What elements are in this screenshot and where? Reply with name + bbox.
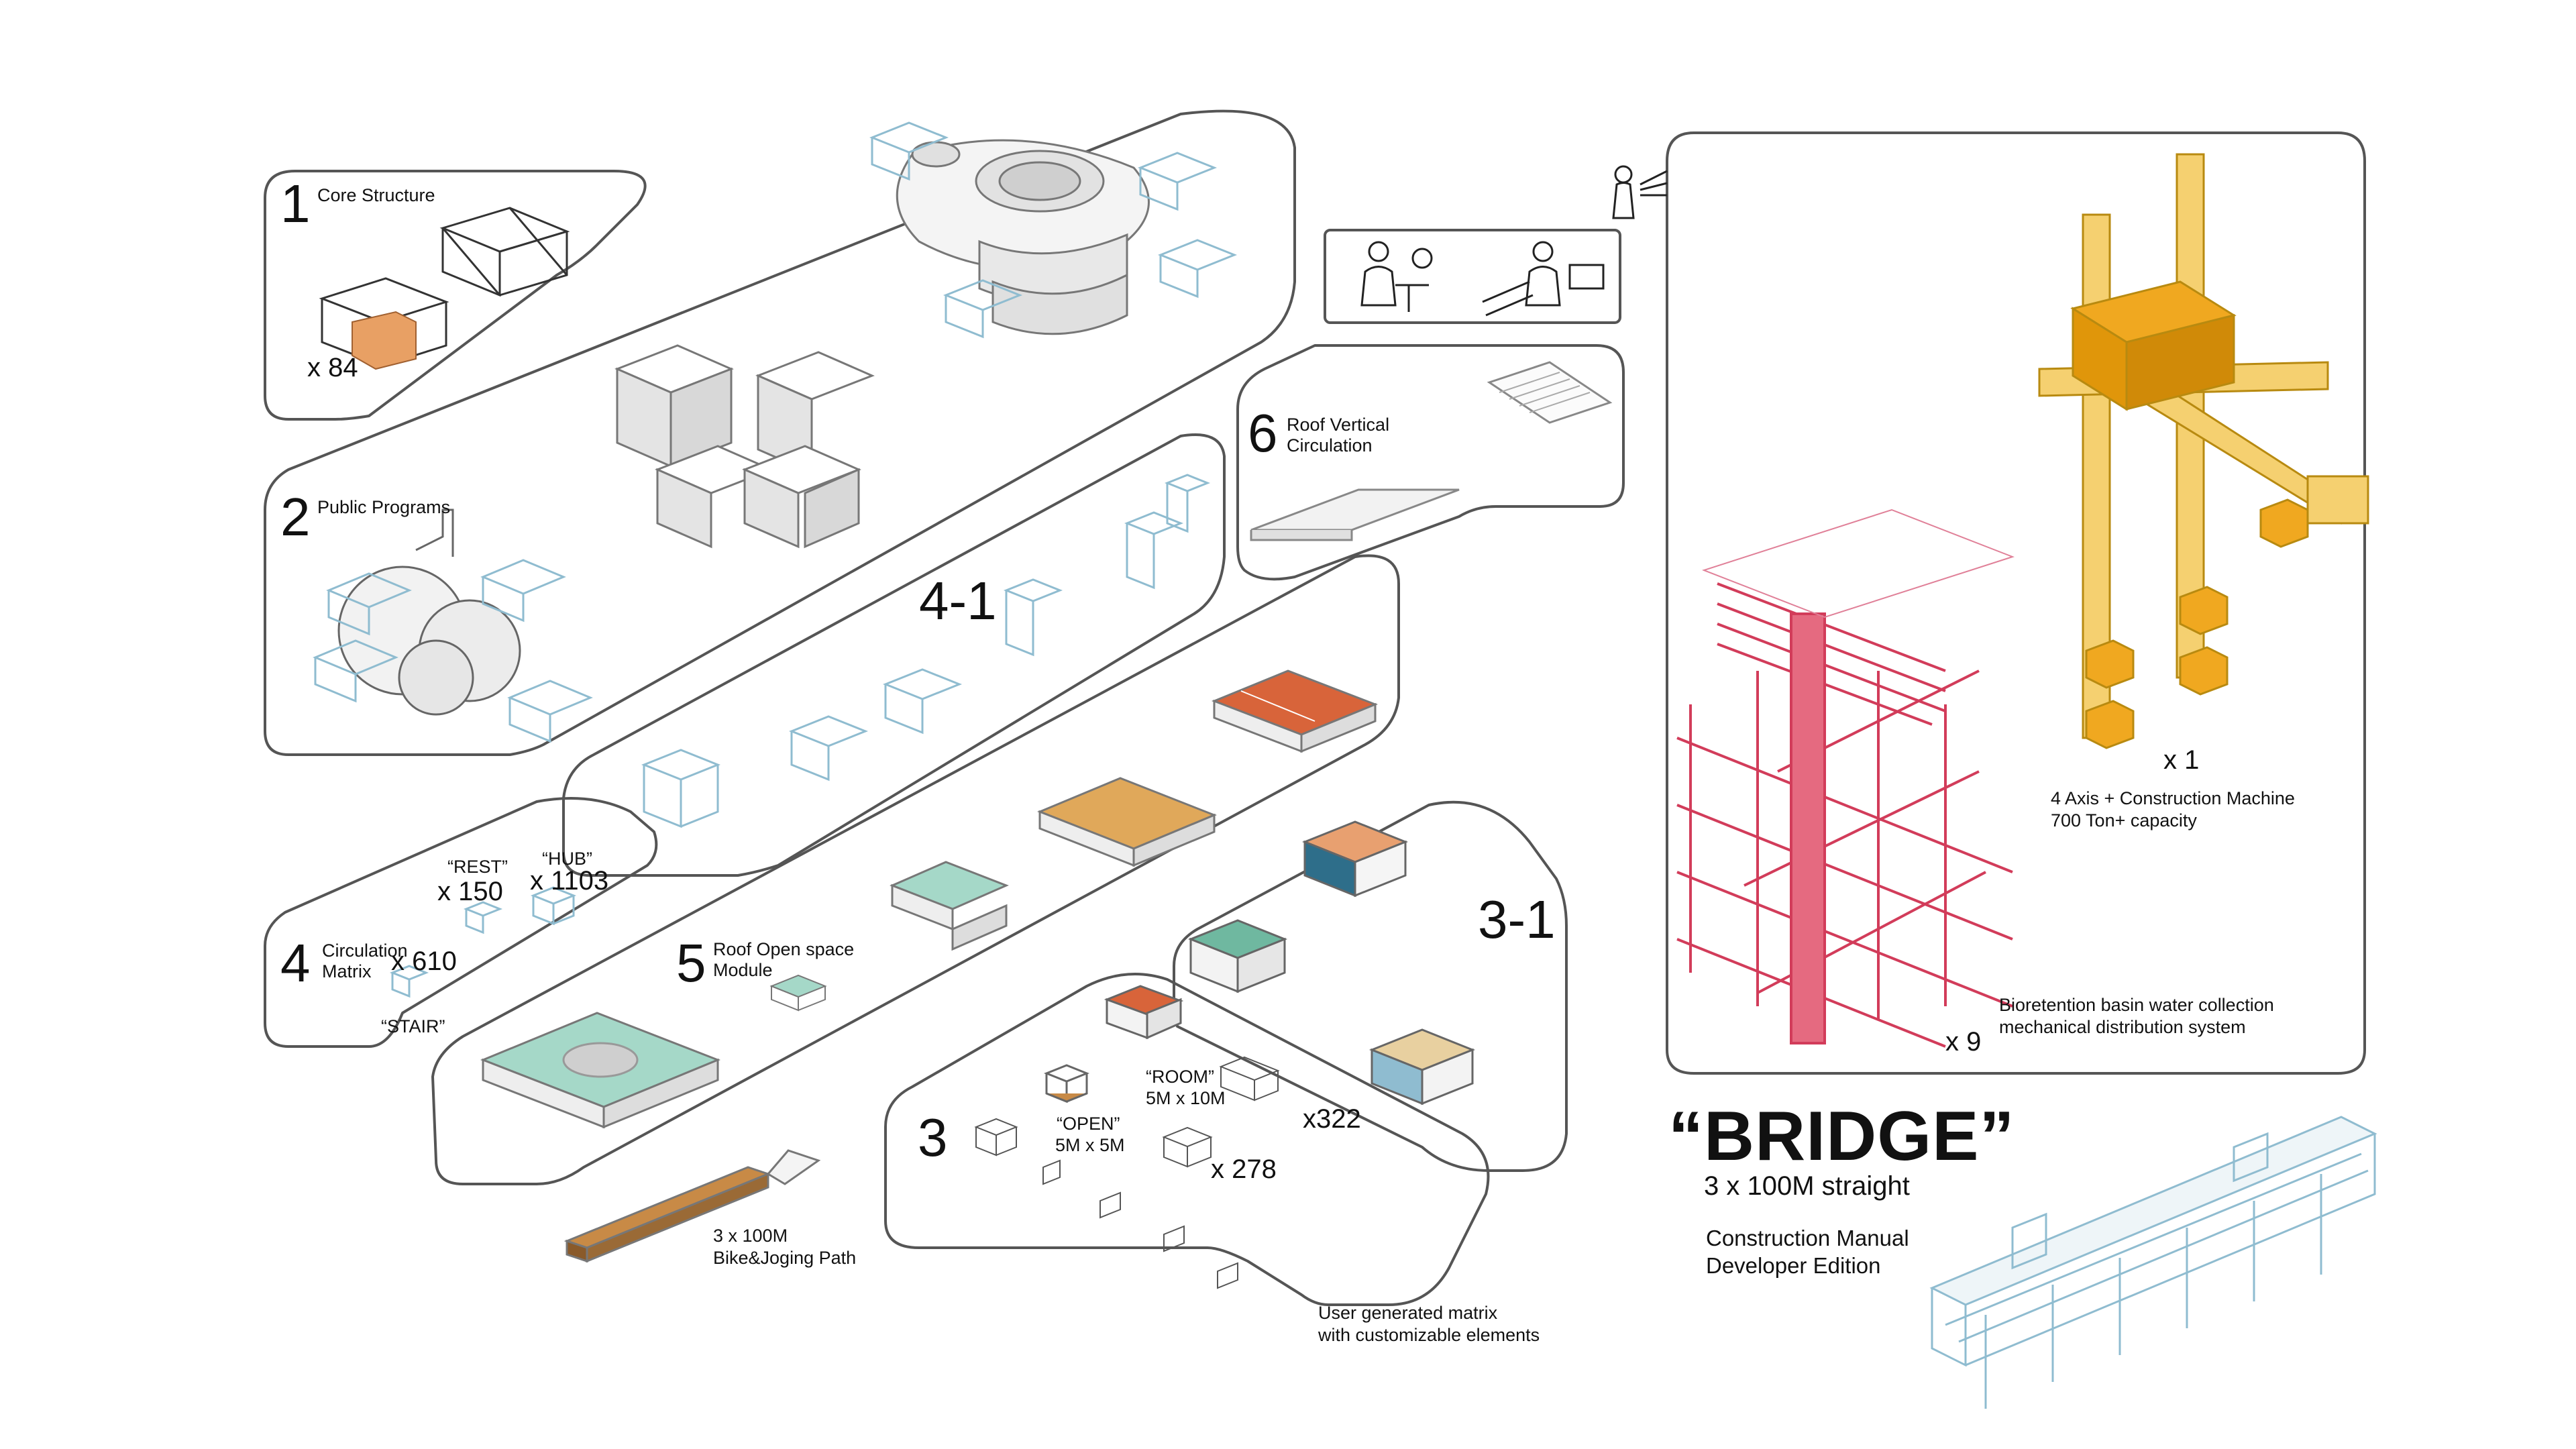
- user-matrix-caption-line1: User generated matrix: [1318, 1303, 1498, 1323]
- rest-label: “REST”: [447, 857, 508, 877]
- room-variant-number: 3-1: [1478, 890, 1556, 949]
- circulation-variant-number: 4-1: [919, 571, 997, 631]
- public-ring-building: [896, 139, 1150, 335]
- circulation-number: 4: [280, 933, 311, 993]
- public-sphere-graphic: [337, 508, 521, 716]
- room-variant-blocks: [1187, 820, 1476, 1106]
- hub-count: x 1103: [530, 866, 609, 896]
- core-infill: [352, 311, 417, 370]
- crane-count: x 1: [2163, 745, 2200, 775]
- roof-park-module: [480, 1012, 721, 1129]
- water-top-grid: [1702, 508, 2015, 619]
- user-matrix-number: 3: [918, 1108, 948, 1167]
- open-size: 5M x 5M: [1055, 1135, 1125, 1155]
- roof-open-number: 5: [676, 933, 706, 993]
- rest-count: x 150: [437, 877, 503, 906]
- water-caption-line2: mechanical distribution system: [1999, 1017, 2246, 1037]
- roof-vertical-label-line2: Circulation: [1287, 435, 1373, 455]
- panel-3-1-outline: [1173, 800, 1568, 1172]
- bridge-title: “BRIDGE”: [1668, 1097, 2015, 1175]
- user-matrix-modules: [1043, 985, 1184, 1104]
- roof-open-label-line1: Roof Open space: [713, 939, 855, 959]
- panel-3-outline: [884, 973, 1490, 1306]
- circulation-modules: [389, 886, 577, 998]
- circulation-variant-modules: [641, 474, 1211, 828]
- panel-5-outline: [431, 554, 1400, 1185]
- manual-line2: Developer Edition: [1706, 1253, 1881, 1278]
- public-frames: [313, 559, 593, 743]
- roof-vertical-label-line1: Roof Vertical: [1287, 415, 1390, 435]
- public-stair-blocks: [614, 344, 875, 549]
- roof-open-label-line2: Module: [713, 960, 773, 980]
- core-structure-label: Core Structure: [317, 185, 435, 205]
- bike-path-label-line1: 3 x 100M: [713, 1226, 788, 1246]
- crane-structure: [2038, 153, 2369, 749]
- bike-path-deck: [564, 1149, 821, 1263]
- room-count: x322: [1303, 1104, 1361, 1134]
- roof-green-module: [890, 861, 1009, 951]
- worker-icons-graphic: [1360, 165, 1668, 317]
- public-programs-number: 2: [280, 487, 311, 547]
- bike-path-label-line2: Bike&Joging Path: [713, 1248, 857, 1268]
- room-label: “ROOM”: [1146, 1067, 1214, 1087]
- circulation-label-line1: Circulation: [322, 941, 408, 961]
- panel-6-outline: [1236, 344, 1625, 581]
- crane-caption-line1: 4 Axis + Construction Machine: [2051, 788, 2295, 808]
- crane-caption-line2: 700 Ton+ capacity: [2051, 810, 2197, 830]
- bridge-subtitle: 3 x 100M straight: [1704, 1171, 1910, 1201]
- circulation-label-line2: Matrix: [322, 961, 372, 981]
- panel-1-outline: [264, 170, 647, 421]
- public-programs-label: Public Programs: [317, 497, 451, 517]
- user-matrix-frames: [974, 1056, 1280, 1289]
- manual-line1: Construction Manual: [1706, 1226, 1909, 1250]
- circulation-count: x 610: [391, 947, 457, 976]
- open-count: x 278: [1211, 1155, 1277, 1184]
- bridge-isometric-graphic: [1929, 1116, 2377, 1409]
- panel-4-1-outline: [562, 433, 1226, 877]
- water-core-column: [1790, 612, 1826, 1044]
- roof-ramp: [1250, 361, 1613, 541]
- open-label: “OPEN”: [1057, 1114, 1120, 1134]
- roof-wood-court: [1037, 777, 1217, 867]
- ring-frames: [869, 121, 1238, 339]
- panel-2-outline: [264, 109, 1296, 756]
- water-pipe-system: [1676, 582, 2013, 1048]
- roof-tennis-court: [1211, 669, 1379, 753]
- core-structure-number: 1: [280, 174, 311, 233]
- worker-icons-frame: [1324, 229, 1621, 324]
- roof-small-module: [769, 974, 827, 1012]
- panel-bridge-outline: [1666, 131, 2366, 1075]
- water-caption-line1: Bioretention basin water collection: [1999, 995, 2274, 1015]
- room-size: 5M x 10M: [1146, 1088, 1226, 1108]
- water-count: x 9: [1945, 1027, 1982, 1057]
- stair-label: “STAIR”: [381, 1016, 445, 1036]
- hub-label: “HUB”: [542, 849, 592, 869]
- core-structure-count: x 84: [307, 353, 358, 382]
- roof-vertical-number: 6: [1248, 403, 1278, 463]
- core-frame-graphic: [319, 207, 570, 368]
- panel-4-outline: [264, 797, 658, 1048]
- user-matrix-caption-line2: with customizable elements: [1318, 1325, 1540, 1345]
